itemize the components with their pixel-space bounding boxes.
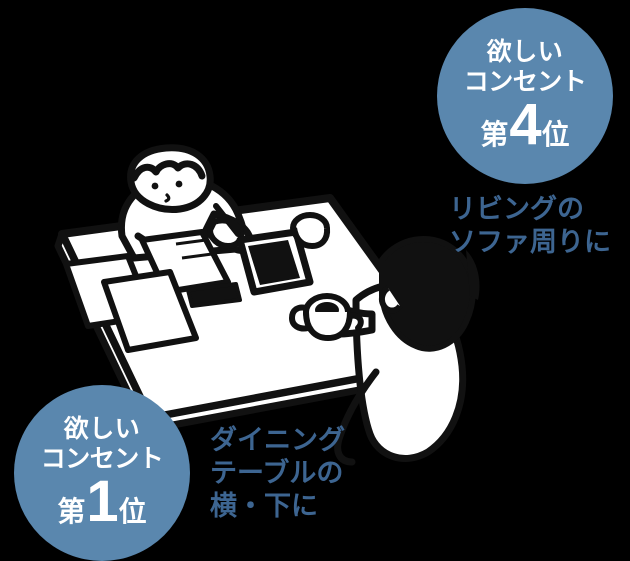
badge-line1: 欲しい	[486, 37, 564, 66]
badge-rank-4: 欲しい コンセント 第 4 位	[437, 8, 613, 184]
badge-rank-number: 1	[86, 468, 118, 534]
badge-line1: 欲しい	[63, 414, 141, 443]
caption-line-3: 横・下に	[210, 490, 318, 521]
mug-in-hand	[303, 293, 364, 341]
badge-line2: コンセント	[463, 67, 587, 96]
badge-rank-1: 欲しい コンセント 第 1 位	[14, 385, 190, 561]
paper-sheet-center	[101, 269, 199, 353]
badge-rank-prefix: 第	[57, 495, 86, 527]
caption-line-1: ダイニング	[210, 425, 345, 455]
badge-rank-prefix: 第	[480, 118, 509, 150]
caption-living-room: リビングの ソファ周りに	[449, 193, 611, 259]
caption-dining-table: ダイニング テーブルの 横・下に	[210, 424, 345, 523]
badge-rank: 第 4 位	[480, 91, 570, 157]
caption-line-1: リビングの	[449, 194, 584, 224]
eraser	[186, 282, 242, 308]
badge-line2: コンセント	[40, 444, 164, 473]
badge-rank-suffix: 位	[118, 495, 147, 527]
badge-rank-suffix: 位	[541, 118, 570, 150]
caption-line-2: テーブルの	[210, 457, 344, 488]
cup-on-table	[290, 212, 331, 249]
tablet	[236, 228, 314, 296]
badge-rank: 第 1 位	[57, 468, 147, 534]
badge-rank-number: 4	[509, 91, 541, 157]
caption-line-2: ソファ周りに	[449, 226, 611, 257]
pen	[213, 203, 241, 237]
